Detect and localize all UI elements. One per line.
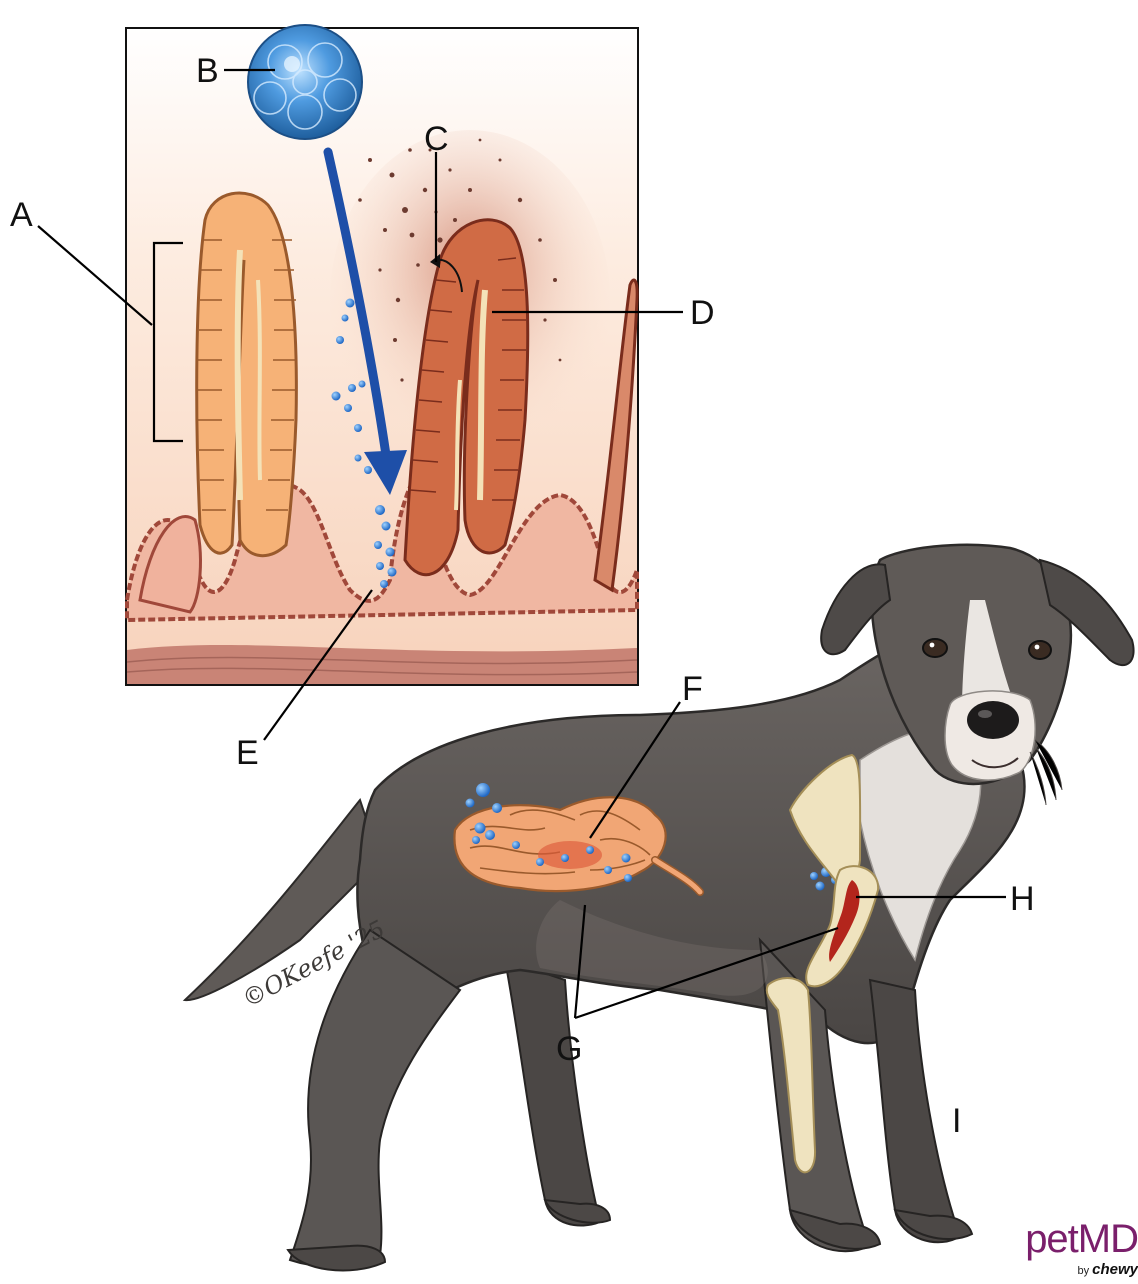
label-I: I: [952, 1102, 961, 1140]
dog-paws: [288, 1200, 972, 1271]
parvovirus-particle: [248, 25, 362, 139]
label-G: G: [556, 1030, 582, 1068]
petmd-logo: petMD by chewy: [1025, 1219, 1138, 1278]
label-C: C: [424, 120, 449, 158]
healthy-villus: [197, 193, 297, 556]
muscle-layer: [127, 645, 637, 684]
petmd-logo-text: petMD: [1025, 1219, 1138, 1259]
byline-brand: chewy: [1092, 1261, 1138, 1278]
dog-nose: [967, 701, 1019, 739]
dog-eye-left: [923, 639, 947, 657]
dog-hind-leg-near: [290, 930, 460, 1266]
label-E: E: [236, 734, 259, 772]
inflamed-intestine: [538, 841, 602, 869]
label-H: H: [1010, 880, 1035, 918]
dog-front-leg-far: [870, 980, 960, 1242]
villi-inset-panel: [126, 25, 638, 685]
label-D: D: [690, 294, 715, 332]
label-A: A: [10, 196, 33, 234]
chewy-byline: by chewy: [1025, 1261, 1138, 1278]
label-F: F: [682, 670, 703, 708]
dog-eye-right: [1029, 641, 1051, 659]
label-B: B: [196, 52, 219, 90]
dog-hind-leg-far: [505, 960, 600, 1226]
byline-prefix: by: [1077, 1265, 1089, 1277]
